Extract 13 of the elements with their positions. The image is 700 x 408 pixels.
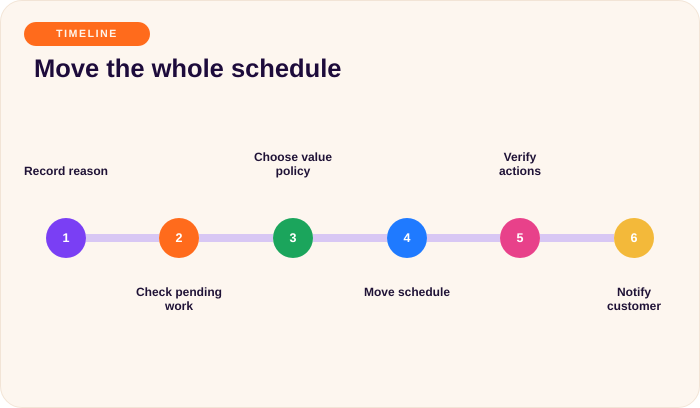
step-label: Move schedule <box>364 285 450 299</box>
step-label: Choose value policy <box>252 150 334 178</box>
category-tag: TIMELINE <box>24 22 150 46</box>
connector-line <box>86 234 159 242</box>
diagram-title: Move the whole schedule <box>34 54 342 84</box>
connector-line <box>540 234 614 242</box>
step-label: Verify actions <box>498 150 542 178</box>
step-label: Notify customer <box>606 285 662 313</box>
step-label: Record reason <box>24 164 108 178</box>
connector-line <box>313 234 387 242</box>
connector-line <box>199 234 273 242</box>
step-label: Check pending work <box>134 285 223 313</box>
connector-line <box>427 234 500 242</box>
